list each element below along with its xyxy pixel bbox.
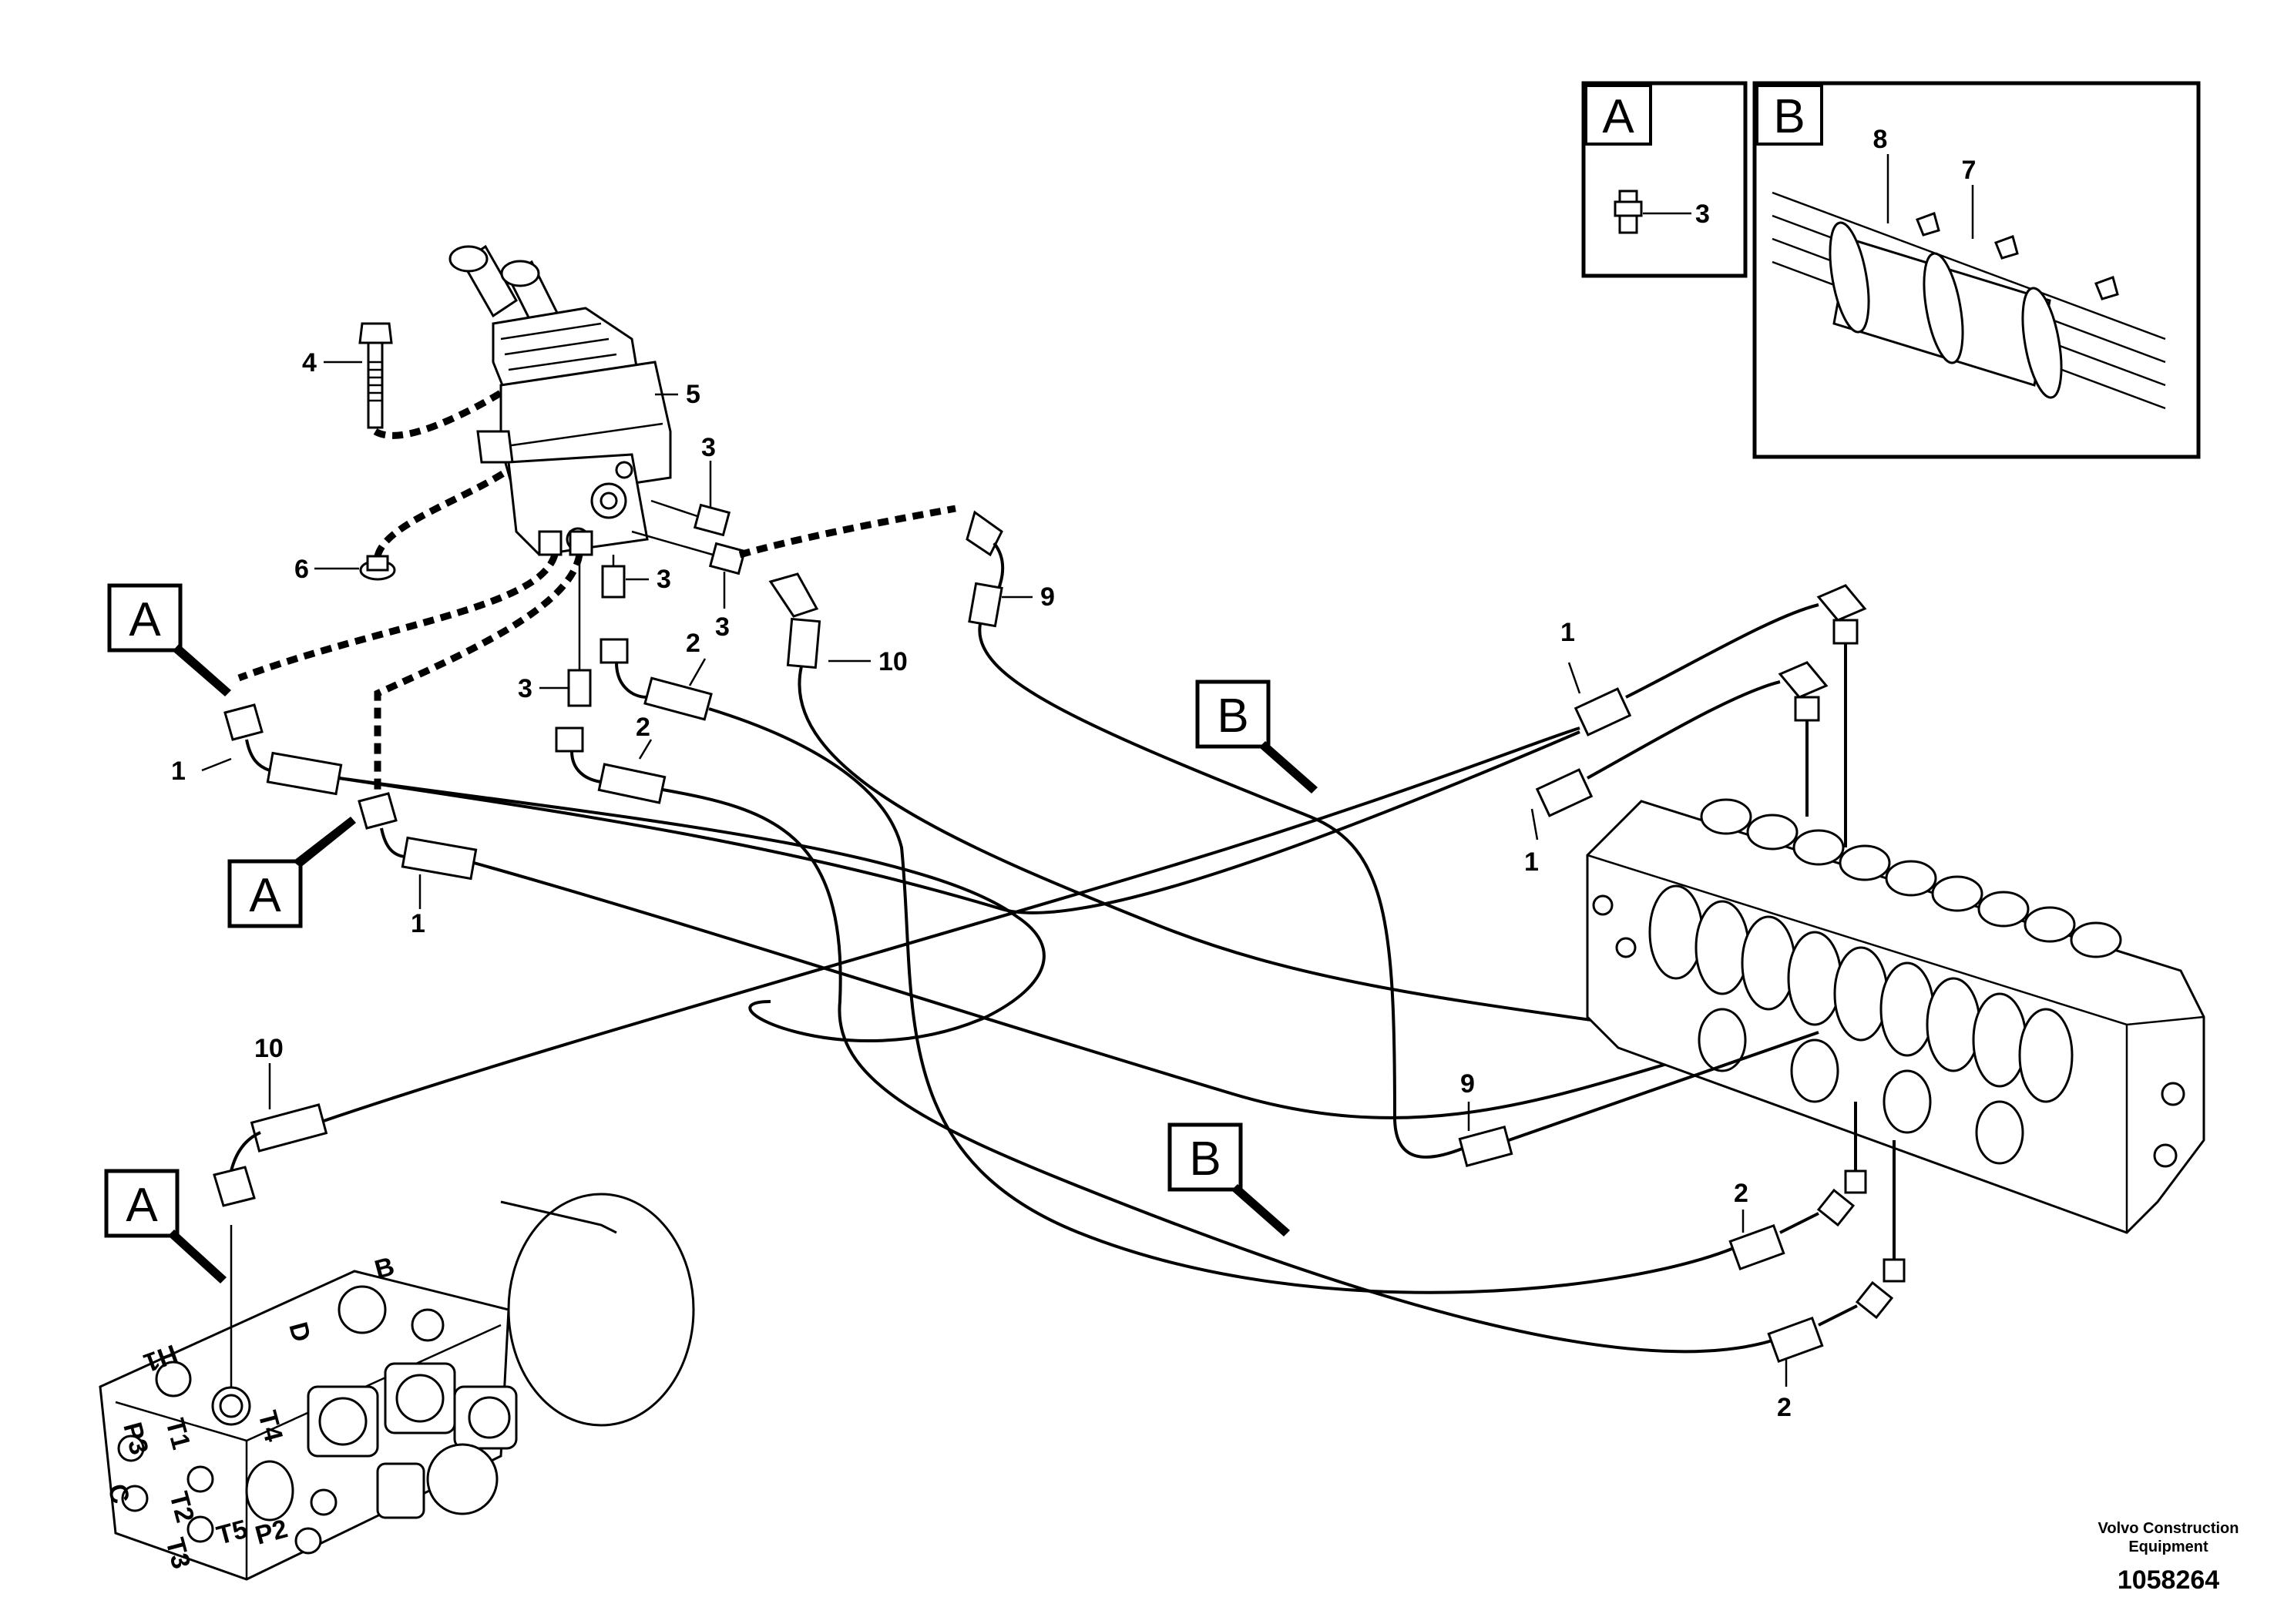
callout-8: 8 <box>1873 125 1888 154</box>
clamp-ring-7 <box>1923 252 1964 364</box>
callout-3-c: 3 <box>657 565 671 594</box>
svg-text:A: A <box>249 869 281 922</box>
fitting-3-a <box>650 499 731 537</box>
view-tag-a-1: A <box>107 583 231 696</box>
hose-1-mid <box>358 792 1819 1119</box>
fitting-3-c <box>601 555 626 599</box>
company-name-line1: Volvo Construction <box>2098 1520 2239 1537</box>
main-control-valve <box>1586 798 2205 1234</box>
hose-9-right <box>1458 1031 1819 1167</box>
callout-4: 4 <box>302 348 317 377</box>
solenoid-valve-block: P3 T1 T2 T3 C T4 T5 P2 B D H1 <box>99 1193 695 1581</box>
callout-2-a: 2 <box>686 629 700 658</box>
view-b-label: B <box>1773 90 1805 143</box>
clamp-ring-8 <box>1829 221 1870 334</box>
hose-1-right-upper <box>1574 603 1819 737</box>
hose-10-lower <box>213 726 1580 1207</box>
svg-text:B: B <box>1217 690 1248 743</box>
view-tag-a-2: A <box>227 817 356 928</box>
accumulator <box>507 1193 695 1427</box>
hose-10 <box>768 572 1735 1042</box>
hose-2-right-lower <box>1767 1140 1906 1364</box>
view-b-tag <box>1755 84 1823 146</box>
view-a-label: A <box>1602 90 1634 143</box>
callout-2-b: 2 <box>636 713 650 742</box>
pilot-control-joystick <box>448 244 672 556</box>
callout-2-d: 2 <box>1777 1393 1792 1422</box>
hose-2-lower <box>555 726 1773 1354</box>
callout-1-c: 1 <box>1560 618 1575 647</box>
valve-spool-caps <box>1700 798 2122 958</box>
view-tag-b-1: B <box>1195 679 1318 794</box>
callout-1-b: 1 <box>411 909 425 938</box>
hose-1-left <box>223 703 1580 1042</box>
hose-2-upper <box>600 638 1735 1294</box>
callout-9-b: 9 <box>1460 1069 1475 1099</box>
elbow-1-lower <box>1778 661 1829 817</box>
callout-3-b: 3 <box>715 612 730 642</box>
hose-1-right-lower <box>1535 680 1781 817</box>
callout-2-c: 2 <box>1734 1179 1748 1208</box>
detail-view-b: B 8 7 <box>1752 81 2201 459</box>
svg-text:A: A <box>126 1179 158 1232</box>
callout-10: 10 <box>878 647 908 676</box>
callout-3: 3 <box>1695 200 1710 229</box>
hose-9 <box>966 510 1465 1159</box>
drawing-footer: Volvo Construction Equipment 1058264 <box>2098 1520 2239 1595</box>
elbow-1-upper <box>1816 584 1867 847</box>
valve-sections <box>1648 884 2074 1165</box>
callout-1-d: 1 <box>1524 847 1539 877</box>
company-name-line2: Equipment <box>2128 1538 2208 1555</box>
view-tag-b-2: B <box>1167 1122 1290 1236</box>
callout-1-a: 1 <box>171 757 186 786</box>
detail-view-a: A 3 <box>1581 81 1748 278</box>
svg-text:A: A <box>129 593 161 646</box>
drawing-number: 1058264 <box>2118 1565 2219 1595</box>
callout-7: 7 <box>1962 156 1977 185</box>
callout-3-a: 3 <box>701 433 716 462</box>
view-tag-a-3: A <box>104 1169 227 1283</box>
callout-5: 5 <box>686 380 700 409</box>
bolt-part-4 <box>358 322 393 429</box>
callout-10-b: 10 <box>254 1034 284 1063</box>
view-a-tag <box>1584 84 1652 146</box>
svg-text:B: B <box>1189 1132 1221 1186</box>
hose-2-right-upper <box>1728 1102 1867 1271</box>
callout-6: 6 <box>294 555 309 584</box>
callout-3-d: 3 <box>518 674 532 703</box>
callout-9: 9 <box>1040 582 1055 612</box>
fitting-3-b <box>631 530 747 575</box>
fitting-part-3 <box>1614 190 1643 234</box>
nut-part-6 <box>359 555 396 581</box>
